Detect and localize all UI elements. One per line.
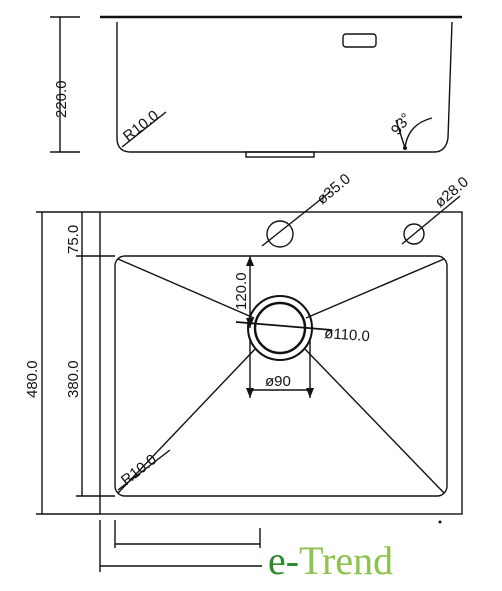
drain-outer-leader bbox=[235, 321, 333, 331]
side-radius-leader bbox=[121, 111, 167, 148]
width-dimensions bbox=[99, 520, 262, 572]
drain-stub bbox=[245, 151, 315, 158]
bowl-outline bbox=[114, 255, 448, 497]
side-angle-leader bbox=[395, 119, 406, 149]
logo-prefix: e- bbox=[268, 538, 299, 583]
label-drain-offset: 120.0 bbox=[233, 272, 250, 310]
label-bowl-radius: R10.0 bbox=[118, 451, 160, 489]
logo-text: e-Trend bbox=[268, 538, 393, 583]
drain-offset-arrow-bottom bbox=[246, 318, 254, 328]
label-drain-inner: ø90 bbox=[265, 373, 291, 390]
bowl-radius-leader bbox=[117, 449, 171, 491]
top-rim-outline bbox=[99, 211, 463, 515]
label-hole-large: ø35.0 bbox=[314, 170, 354, 208]
overflow-slot bbox=[342, 33, 377, 48]
drain-inner-arrow-right bbox=[306, 388, 314, 398]
label-drain-outer: ø110.0 bbox=[324, 325, 371, 345]
slope-line-bl bbox=[117, 347, 257, 494]
label-side-radius: R10.0 bbox=[120, 107, 162, 145]
e-trend-logo: e-Trend bbox=[268, 538, 393, 583]
slope-line-br bbox=[303, 347, 445, 494]
corner-mark bbox=[438, 520, 442, 524]
tap-hole-small bbox=[403, 223, 425, 245]
slope-line-tr bbox=[305, 258, 445, 319]
label-hole-small: ø28.0 bbox=[432, 173, 472, 211]
tap-hole-large bbox=[266, 220, 294, 248]
label-bowl-depth: 380.0 bbox=[65, 360, 82, 398]
label-overall-depth: 480.0 bbox=[24, 360, 41, 398]
drain-inner-arrow-left bbox=[246, 388, 254, 398]
tap-hole-small-leader bbox=[401, 195, 461, 245]
tap-hole-large-leader bbox=[261, 191, 331, 247]
label-side-angle: 93° bbox=[388, 110, 415, 138]
top-view bbox=[36, 191, 463, 515]
side-angle-arc bbox=[404, 117, 433, 149]
drain-offset-arrow-top bbox=[246, 256, 254, 266]
label-side-height: 220.0 bbox=[53, 80, 70, 118]
slope-line-tl bbox=[117, 258, 255, 319]
label-rim-offset: 75.0 bbox=[65, 225, 82, 254]
side-view bbox=[50, 15, 462, 158]
angle-arrow-dot bbox=[403, 146, 407, 150]
logo-word: Trend bbox=[299, 538, 393, 583]
